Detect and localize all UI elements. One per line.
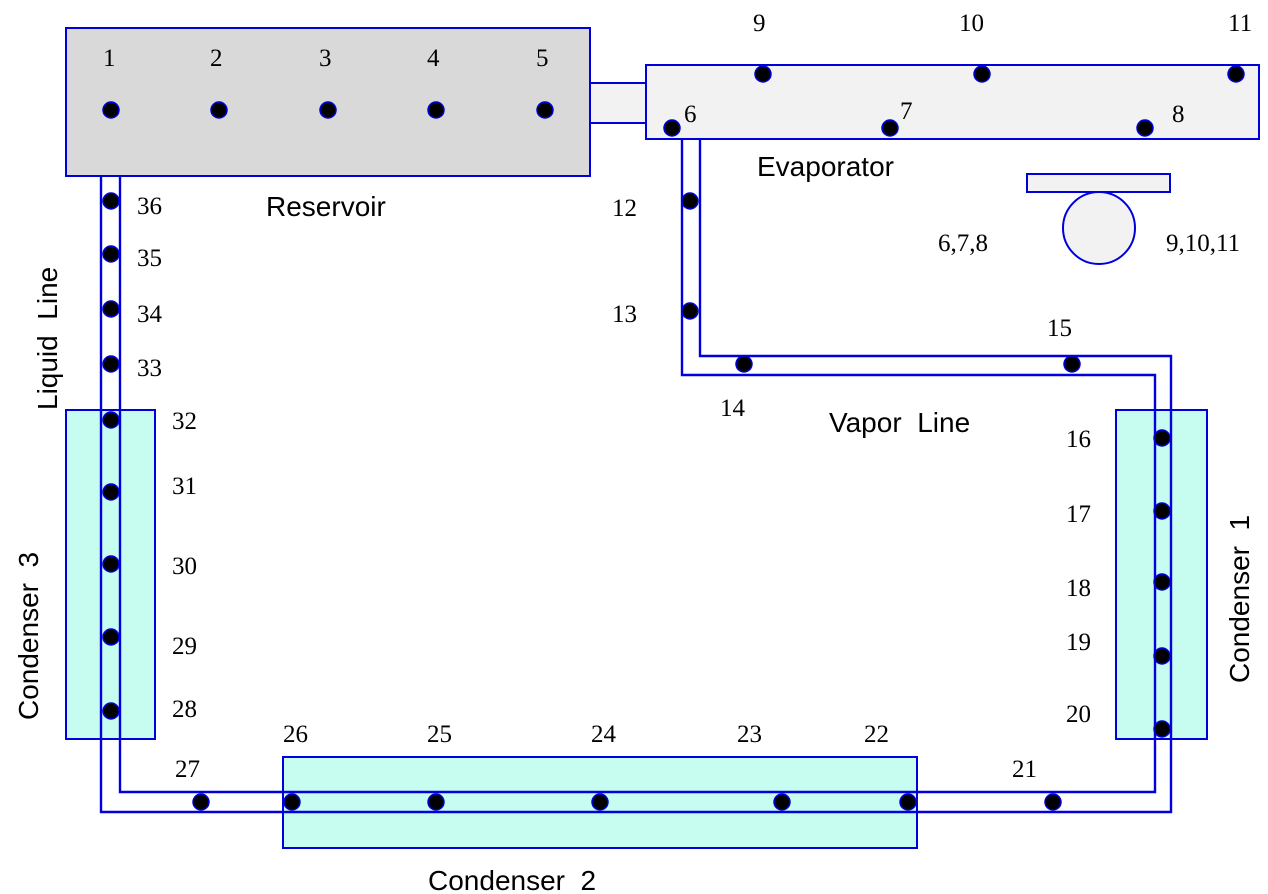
cross-section-evaporator-icon (1062, 191, 1136, 265)
thermocouple-36-label: 36 (137, 193, 162, 220)
thermocouple-15-label: 15 (1047, 315, 1072, 342)
thermocouple-13-dot (681, 302, 699, 320)
thermocouple-11-label: 11 (1228, 10, 1252, 37)
reservoir-connector (589, 82, 647, 124)
thermocouple-4-label: 4 (427, 45, 440, 72)
thermocouple-12-dot (681, 192, 699, 210)
thermocouple-26-label: 26 (283, 721, 308, 748)
thermocouple-5-label: 5 (536, 45, 549, 72)
thermocouple-25-dot (427, 793, 445, 811)
thermocouple-28-label: 28 (172, 696, 197, 723)
thermocouple-33-label: 33 (137, 355, 162, 382)
thermocouple-12-label: 12 (612, 195, 637, 222)
thermocouple-3-label: 3 (319, 45, 332, 72)
thermocouple-17-label: 17 (1066, 501, 1091, 528)
thermocouple-24-dot (591, 793, 609, 811)
thermocouple-18-dot (1153, 573, 1171, 591)
thermocouple-36-dot (102, 192, 120, 210)
thermocouple-23-label: 23 (737, 721, 762, 748)
thermocouple-18-label: 18 (1066, 575, 1091, 602)
condenser-3-box (65, 409, 156, 740)
thermocouple-27-label: 27 (175, 756, 200, 783)
thermocouple-30-label: 30 (172, 553, 197, 580)
evaporator-box (645, 64, 1260, 140)
vapor-line-label: Vapor Line (829, 407, 970, 438)
thermocouple-7-label: 7 (900, 98, 913, 125)
thermocouple-31-dot (102, 483, 120, 501)
thermocouple-31-label: 31 (172, 473, 197, 500)
cross-section-right-label: 9,10,11 (1166, 230, 1240, 257)
thermocouple-6-dot (663, 119, 681, 137)
liquid-line-label: Liquid Line (32, 267, 63, 410)
thermocouple-26-dot (283, 793, 301, 811)
thermocouple-21-label: 21 (1012, 756, 1037, 783)
thermocouple-24-label: 24 (591, 721, 617, 748)
thermocouple-34-label: 34 (137, 301, 163, 328)
thermocouple-6-label: 6 (684, 101, 697, 128)
thermocouple-29-dot (102, 628, 120, 646)
thermocouple-3-dot (319, 101, 337, 119)
thermocouple-19-dot (1153, 647, 1171, 665)
thermocouple-14-label: 14 (720, 395, 746, 422)
thermocouple-34-dot (102, 300, 120, 318)
thermocouple-2-dot (210, 101, 228, 119)
condenser-1-label: Condenser 1 (1224, 515, 1255, 683)
thermocouple-14-dot (735, 355, 753, 373)
thermocouple-20-dot (1153, 720, 1171, 738)
thermocouple-19-label: 19 (1066, 629, 1091, 656)
condenser-2-label: Condenser 2 (428, 865, 596, 894)
thermocouple-13-label: 13 (612, 301, 637, 328)
cross-section-left-label: 6,7,8 (938, 230, 988, 257)
thermocouple-9-label: 9 (753, 10, 766, 37)
thermocouple-22-dot (899, 793, 917, 811)
thermocouple-16-label: 16 (1066, 426, 1091, 453)
thermocouple-10-label: 10 (959, 10, 984, 37)
thermocouple-1-label: 1 (103, 45, 116, 72)
thermocouple-9-dot (754, 65, 772, 83)
thermocouple-1-dot (102, 101, 120, 119)
thermocouple-33-dot (102, 355, 120, 373)
vapor-line-pipe-outer (118, 139, 1157, 794)
thermocouple-17-dot (1153, 502, 1171, 520)
thermocouple-30-dot (102, 555, 120, 573)
vapor-line-pipe-inner (99, 139, 1173, 814)
reservoir-label: Reservoir (266, 191, 386, 222)
thermocouple-16-dot (1153, 429, 1171, 447)
cross-section-saddle (1026, 173, 1171, 193)
thermocouple-7-dot (881, 119, 899, 137)
thermocouple-8-label: 8 (1172, 101, 1185, 128)
thermocouple-32-label: 32 (172, 408, 197, 435)
thermocouple-15-dot (1063, 355, 1081, 373)
thermocouple-2-label: 2 (210, 45, 223, 72)
thermocouple-8-dot (1136, 119, 1154, 137)
thermocouple-10-dot (973, 65, 991, 83)
thermocouple-35-dot (102, 245, 120, 263)
thermocouple-32-dot (102, 411, 120, 429)
thermocouple-23-dot (773, 793, 791, 811)
thermocouple-20-label: 20 (1066, 701, 1091, 728)
thermocouple-27-dot (192, 793, 210, 811)
condenser-3-label: Condenser 3 (13, 552, 44, 720)
thermocouple-28-dot (102, 702, 120, 720)
thermocouple-29-label: 29 (172, 633, 197, 660)
thermocouple-25-label: 25 (427, 721, 452, 748)
thermocouple-4-dot (427, 101, 445, 119)
thermocouple-22-label: 22 (864, 721, 889, 748)
thermocouple-21-dot (1044, 793, 1062, 811)
evaporator-label: Evaporator (757, 151, 894, 182)
thermocouple-5-dot (536, 101, 554, 119)
thermocouple-35-label: 35 (137, 245, 162, 272)
thermocouple-11-dot (1227, 65, 1245, 83)
